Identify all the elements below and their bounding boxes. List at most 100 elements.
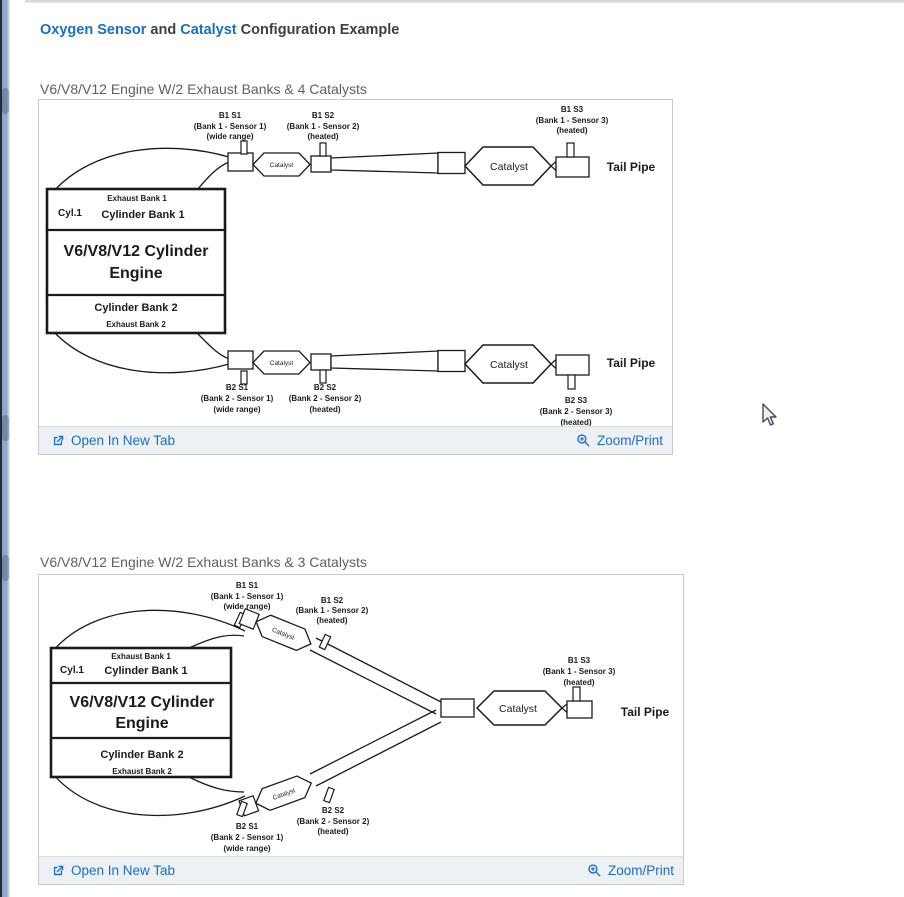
b1s2-label: B1 S2 [312, 111, 335, 120]
bank2-runner-pipes [52, 773, 246, 817]
cyl-1-label: Cyl.1 [60, 665, 84, 676]
window-edge-scrollbar[interactable] [0, 0, 10, 897]
b2s1-label: (wide range) [213, 405, 260, 414]
main-catalyst-assembly [440, 686, 593, 726]
sensor-b2s1 [240, 370, 248, 385]
section-title-3-catalysts: V6/V8/V12 Engine W/2 Exhaust Banks & 3 C… [40, 554, 367, 570]
figure-3-catalysts: Exhaust Bank 1 Cyl.1 Cylinder Bank 1 V6/… [38, 574, 684, 885]
top-divider [25, 0, 904, 3]
b2s2-label: (heated) [317, 827, 348, 836]
engine-name-line2: Engine [109, 265, 162, 282]
engine-name-line2: Engine [115, 715, 168, 732]
section-title-4-catalysts: V6/V8/V12 Engine W/2 Exhaust Banks & 4 C… [40, 81, 367, 97]
b1s2-label: (Bank 1 - Sensor 2) [287, 122, 360, 131]
sensor-b1s2 [318, 633, 332, 651]
cylinder-bank-1-label: Cylinder Bank 1 [104, 665, 187, 677]
catalyst-label: Catalyst [270, 162, 294, 169]
title-text: Configuration Example [236, 22, 400, 38]
b1s3-label: (heated) [556, 126, 587, 135]
catalyst-small-bank1 [252, 152, 311, 177]
component-labels: Catalyst Tail Pipe [499, 703, 670, 719]
open-in-new-tab-label: Open In New Tab [71, 433, 176, 448]
sensor-labels: B1 S1 (Bank 1 - Sensor 1) (wide range) B… [194, 105, 613, 426]
catalyst-link[interactable]: Catalyst [180, 22, 237, 38]
sensor-b2s2 [319, 369, 327, 384]
b1s3-label: B1 S3 [568, 656, 591, 665]
catalyst-label: Catalyst [490, 359, 528, 371]
catalyst-angled-bank1 [233, 607, 332, 652]
catalyst-label: Catalyst [490, 161, 528, 173]
sensor-b2s1 [236, 800, 248, 818]
sensor-b1s3 [572, 686, 581, 702]
cylinder-bank-1-label: Cylinder Bank 1 [101, 209, 184, 221]
b1s3-label: (Bank 1 - Sensor 3) [543, 667, 616, 676]
zoom-print-link[interactable]: Zoom/Print [576, 433, 663, 448]
engine-diagram-3-catalysts: Exhaust Bank 1 Cyl.1 Cylinder Bank 1 V6/… [39, 575, 683, 856]
sensor-b2s2 [323, 786, 335, 804]
cylinder-bank-2-label: Cylinder Bank 2 [94, 302, 177, 314]
engine-name-line1: V6/V8/V12 Cylinder [70, 694, 215, 711]
engine-name-line1: V6/V8/V12 Cylinder [64, 243, 209, 260]
sensor-b1s1 [240, 140, 248, 155]
scrollbar-texture [2, 415, 9, 441]
zoom-print-label: Zoom/Print [596, 433, 663, 448]
b2s1-label: (Bank 2 - Sensor 1) [201, 394, 274, 403]
zoom-in-icon [577, 434, 590, 447]
exhaust-bank-1-label: Exhaust Bank 1 [111, 652, 171, 661]
b1s3-label: B1 S3 [561, 105, 584, 114]
tail-pipe-label: Tail Pipe [607, 160, 656, 174]
engine-block [45, 187, 227, 335]
b2s2-label: (heated) [309, 405, 340, 414]
b1s1-label: (wide range) [206, 132, 253, 141]
page-title: Oxygen Sensor and Catalyst Configuration… [40, 22, 399, 38]
engine-diagram-4-catalysts: Exhaust Bank 1 Cyl.1 Cylinder Bank 1 V6/… [39, 100, 672, 426]
title-text: and [146, 22, 181, 38]
b1s1-label: B1 S1 [219, 111, 242, 120]
b1s2-label: (Bank 1 - Sensor 2) [296, 606, 369, 615]
oxygen-sensor-link[interactable]: Oxygen Sensor [40, 22, 147, 38]
catalyst-label: Catalyst [270, 360, 294, 367]
engine-block-labels: Exhaust Bank 1 Cyl.1 Cylinder Bank 1 V6/… [58, 194, 208, 329]
tail-pipe [566, 700, 593, 719]
b2s2-label: (Bank 2 - Sensor 2) [297, 817, 370, 826]
b2s1-label: B2 S1 [236, 822, 259, 831]
sensor-b1s2 [319, 142, 327, 157]
mouse-cursor [762, 403, 777, 426]
bank1-runner-pipes [52, 147, 230, 193]
b2s2-label: (Bank 2 - Sensor 2) [289, 394, 362, 403]
exhaust-bank-2-label: Exhaust Bank 2 [112, 767, 172, 776]
tail-pipe-label: Tail Pipe [621, 705, 670, 719]
b1s3-label: (heated) [563, 678, 594, 687]
b1s2-label: (heated) [316, 616, 347, 625]
zoom-print-link[interactable]: Zoom/Print [587, 863, 674, 878]
open-in-new-icon [53, 865, 64, 875]
b2s1-label: (Bank 2 - Sensor 1) [211, 833, 284, 842]
tail-pipe-bank1 [555, 156, 590, 178]
b1s2-label: B1 S2 [321, 596, 344, 605]
catalyst-angled-bank2 [236, 775, 335, 818]
open-in-new-tab-label: Open In New Tab [71, 863, 176, 878]
open-in-new-tab-link[interactable]: Open In New Tab [51, 863, 175, 878]
open-in-new-tab-link[interactable]: Open In New Tab [51, 433, 175, 448]
zoom-print-label: Zoom/Print [607, 863, 674, 878]
exhaust-bank-2-label: Exhaust Bank 2 [106, 320, 166, 329]
b1s1-label: (Bank 1 - Sensor 1) [194, 122, 267, 131]
bank1-runner-pipes [52, 609, 246, 652]
b2s3-label: B2 S3 [565, 396, 588, 405]
b1s1-label: B1 S1 [236, 581, 259, 590]
cyl-1-label: Cyl.1 [58, 208, 82, 219]
scrollbar-texture [2, 88, 9, 114]
b2s3-label: (Bank 2 - Sensor 3) [540, 407, 613, 416]
b2s2-label: B2 S2 [314, 383, 337, 392]
engine-block-labels: Exhaust Bank 1 Cyl.1 Cylinder Bank 1 V6/… [60, 652, 214, 776]
b1s1-label: (wide range) [223, 602, 270, 611]
engine-block [49, 646, 233, 779]
figure-toolbar: Open In New Tab Zoom/Print [39, 856, 683, 884]
figure-toolbar: Open In New Tab Zoom/Print [39, 426, 672, 454]
catalyst-label: Catalyst [499, 703, 537, 715]
bank1-exhaust-assembly [227, 140, 590, 186]
b1s2-label: (heated) [307, 132, 338, 141]
sensor-labels: B1 S1 (Bank 1 - Sensor 1) (wide range) B… [211, 581, 616, 853]
open-in-new-icon [53, 435, 64, 445]
b1s1-label: (Bank 1 - Sensor 1) [211, 592, 284, 601]
